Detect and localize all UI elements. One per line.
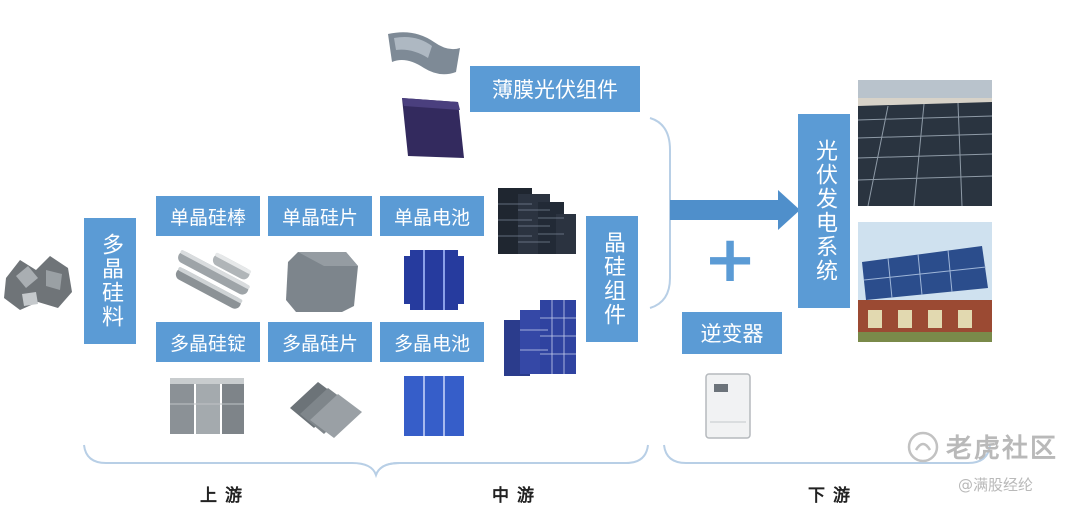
mono-cell-label: 单晶电池	[393, 206, 470, 229]
inverter-image	[705, 373, 751, 439]
mono-rod-image	[175, 250, 252, 309]
mono-module-image	[498, 188, 576, 254]
poly-wafer-label: 多晶硅片	[281, 332, 358, 355]
pv-system-label: 光伏发电系统	[812, 139, 837, 283]
arrow-head	[778, 190, 800, 230]
mono-cell-image	[404, 250, 464, 310]
polysilicon-label: 多晶硅料	[98, 233, 123, 329]
poly-ingot-box: 多晶硅锭	[156, 322, 260, 362]
thin-film-panel-image	[402, 98, 464, 158]
inverter-box: 逆变器	[682, 312, 782, 354]
thin-film-module-box: 薄膜光伏组件	[470, 66, 640, 112]
poly-cell-box: 多晶电池	[380, 322, 484, 362]
watermark-author: @满股经纶	[958, 476, 1034, 494]
mono-wafer-label: 单晶硅片	[281, 206, 358, 229]
flexible-thin-film-image	[388, 32, 460, 75]
arrow-shaft	[670, 200, 778, 220]
thin-film-module-label: 薄膜光伏组件	[492, 78, 618, 102]
pv-farm-image	[858, 80, 992, 206]
module-brace	[649, 117, 671, 309]
poly-ingot-image	[170, 378, 244, 434]
mono-cell-box: 单晶电池	[380, 196, 484, 236]
brand-logo-icon	[907, 431, 939, 463]
crystalline-module-label: 晶硅组件	[600, 231, 625, 327]
mono-rod-label: 单晶硅棒	[169, 206, 246, 229]
inverter-label: 逆变器	[700, 322, 764, 346]
downstream-bracket	[663, 444, 991, 464]
crystalline-module-box: 晶硅组件	[586, 216, 638, 342]
upstream-bracket	[83, 444, 401, 479]
poly-ingot-label: 多晶硅锭	[169, 332, 246, 355]
poly-cell-label: 多晶电池	[393, 332, 470, 355]
poly-wafer-box: 多晶硅片	[268, 322, 372, 362]
polysilicon-chunks-image	[4, 256, 72, 310]
poly-cell-image	[404, 376, 464, 436]
mono-wafer-image	[286, 252, 358, 312]
stage-midstream: 中游	[492, 486, 542, 506]
plus-sign: +	[703, 223, 757, 297]
watermark-brand: 老虎社区	[946, 434, 1059, 464]
stage-upstream: 上游	[200, 486, 250, 506]
mono-rod-box: 单晶硅棒	[156, 196, 260, 236]
poly-module-image	[504, 300, 576, 376]
stage-downstream: 下游	[808, 486, 858, 506]
rooftop-pv-image	[858, 222, 992, 342]
poly-wafer-image	[290, 382, 362, 438]
mono-wafer-box: 单晶硅片	[268, 196, 372, 236]
pv-system-box: 光伏发电系统	[798, 114, 850, 308]
midstream-bracket	[375, 444, 649, 476]
polysilicon-box: 多晶硅料	[84, 218, 136, 344]
